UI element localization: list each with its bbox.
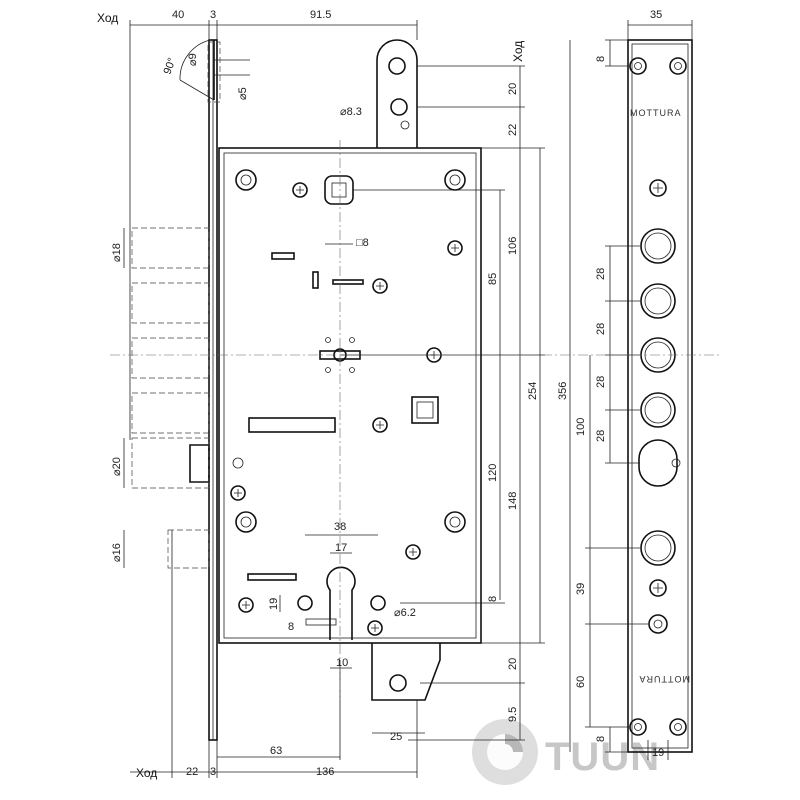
dim-28-3: 28: [595, 376, 607, 388]
watermark-text: TUUN: [545, 735, 660, 779]
dimension-lines: [110, 20, 720, 778]
dim-91-5: 91.5: [310, 9, 331, 21]
dim-60: 60: [575, 676, 587, 688]
dim-25: 25: [390, 731, 402, 743]
dim-d9: ⌀9: [187, 53, 199, 66]
dimension-labels: Ход 40 3 91.5 35 Ход 90° ⌀9 ⌀5 ⌀8.3 □8 ⌀…: [97, 9, 664, 780]
screw: [447, 240, 463, 256]
dim-19-bottom: 19: [652, 747, 664, 759]
dim-38: 38: [334, 521, 346, 533]
hod-label-top-left: Ход: [97, 11, 118, 25]
brand-top: MOTTURA: [630, 108, 682, 118]
dim-148: 148: [507, 492, 519, 510]
cylinder-cutout: [326, 566, 356, 640]
dim-d16: ⌀16: [111, 543, 123, 562]
dim-35: 35: [650, 9, 662, 21]
dim-sq8: □8: [356, 237, 369, 249]
dim-356: 356: [557, 382, 569, 400]
dim-20-top: 20: [507, 83, 519, 95]
dim-40: 40: [172, 9, 184, 21]
dim-8-right-top: 8: [595, 56, 607, 62]
bottom-tongue: [371, 643, 441, 701]
watermark: TUUN: [472, 719, 660, 785]
screw: [649, 579, 667, 597]
dim-20-bottom: 20: [507, 658, 519, 670]
front-plate: [208, 39, 218, 741]
angle-90: 90°: [162, 56, 179, 76]
dim-28-2: 28: [595, 323, 607, 335]
dim-3-top: 3: [210, 9, 216, 21]
dim-22: 22: [507, 124, 519, 136]
brand-bottom: MOTTURA: [639, 674, 691, 684]
dim-9-5: 9.5: [507, 707, 519, 722]
top-tongue: [376, 39, 418, 148]
screw: [230, 485, 246, 501]
dim-d5: ⌀5: [237, 87, 249, 100]
dim-d18-top: ⌀18: [111, 243, 123, 262]
dim-3-bottom: 3: [210, 766, 216, 778]
hod-label-bottom-left: Ход: [136, 766, 157, 780]
dim-39: 39: [575, 583, 587, 595]
dim-17: 17: [335, 542, 347, 554]
dim-8-mid: 8: [487, 596, 499, 602]
dim-254: 254: [527, 382, 539, 400]
screw: [405, 544, 421, 560]
dim-63: 63: [270, 745, 282, 757]
screw: [367, 620, 383, 636]
dim-8-left: 8: [288, 621, 294, 633]
dim-100: 100: [575, 418, 587, 436]
dim-28-1: 28: [595, 268, 607, 280]
dim-22-bottom: 22: [186, 766, 198, 778]
screw: [292, 182, 308, 198]
dim-10: 10: [336, 657, 348, 669]
dim-d6-2: ⌀6.2: [394, 607, 416, 619]
dim-28-4: 28: [595, 430, 607, 442]
face-plate: MOTTURA MOTTURA: [627, 39, 693, 753]
lock-body: [218, 147, 482, 644]
dim-85: 85: [487, 273, 499, 285]
dim-19-left: 19: [268, 598, 280, 610]
dim-136: 136: [316, 766, 334, 778]
angle-detail: [179, 39, 250, 103]
dim-8-right-bottom: 8: [595, 736, 607, 742]
screw: [649, 179, 667, 197]
screw: [238, 597, 254, 613]
dim-106: 106: [507, 237, 519, 255]
dim-d20: ⌀20: [111, 457, 123, 476]
dim-120: 120: [487, 464, 499, 482]
dim-d8-3: ⌀8.3: [340, 106, 362, 118]
hod-label-top-right: Ход: [511, 41, 525, 62]
spindle-hole: [324, 175, 354, 205]
screw: [372, 278, 388, 294]
screw: [372, 417, 388, 433]
bolts: [131, 227, 210, 569]
